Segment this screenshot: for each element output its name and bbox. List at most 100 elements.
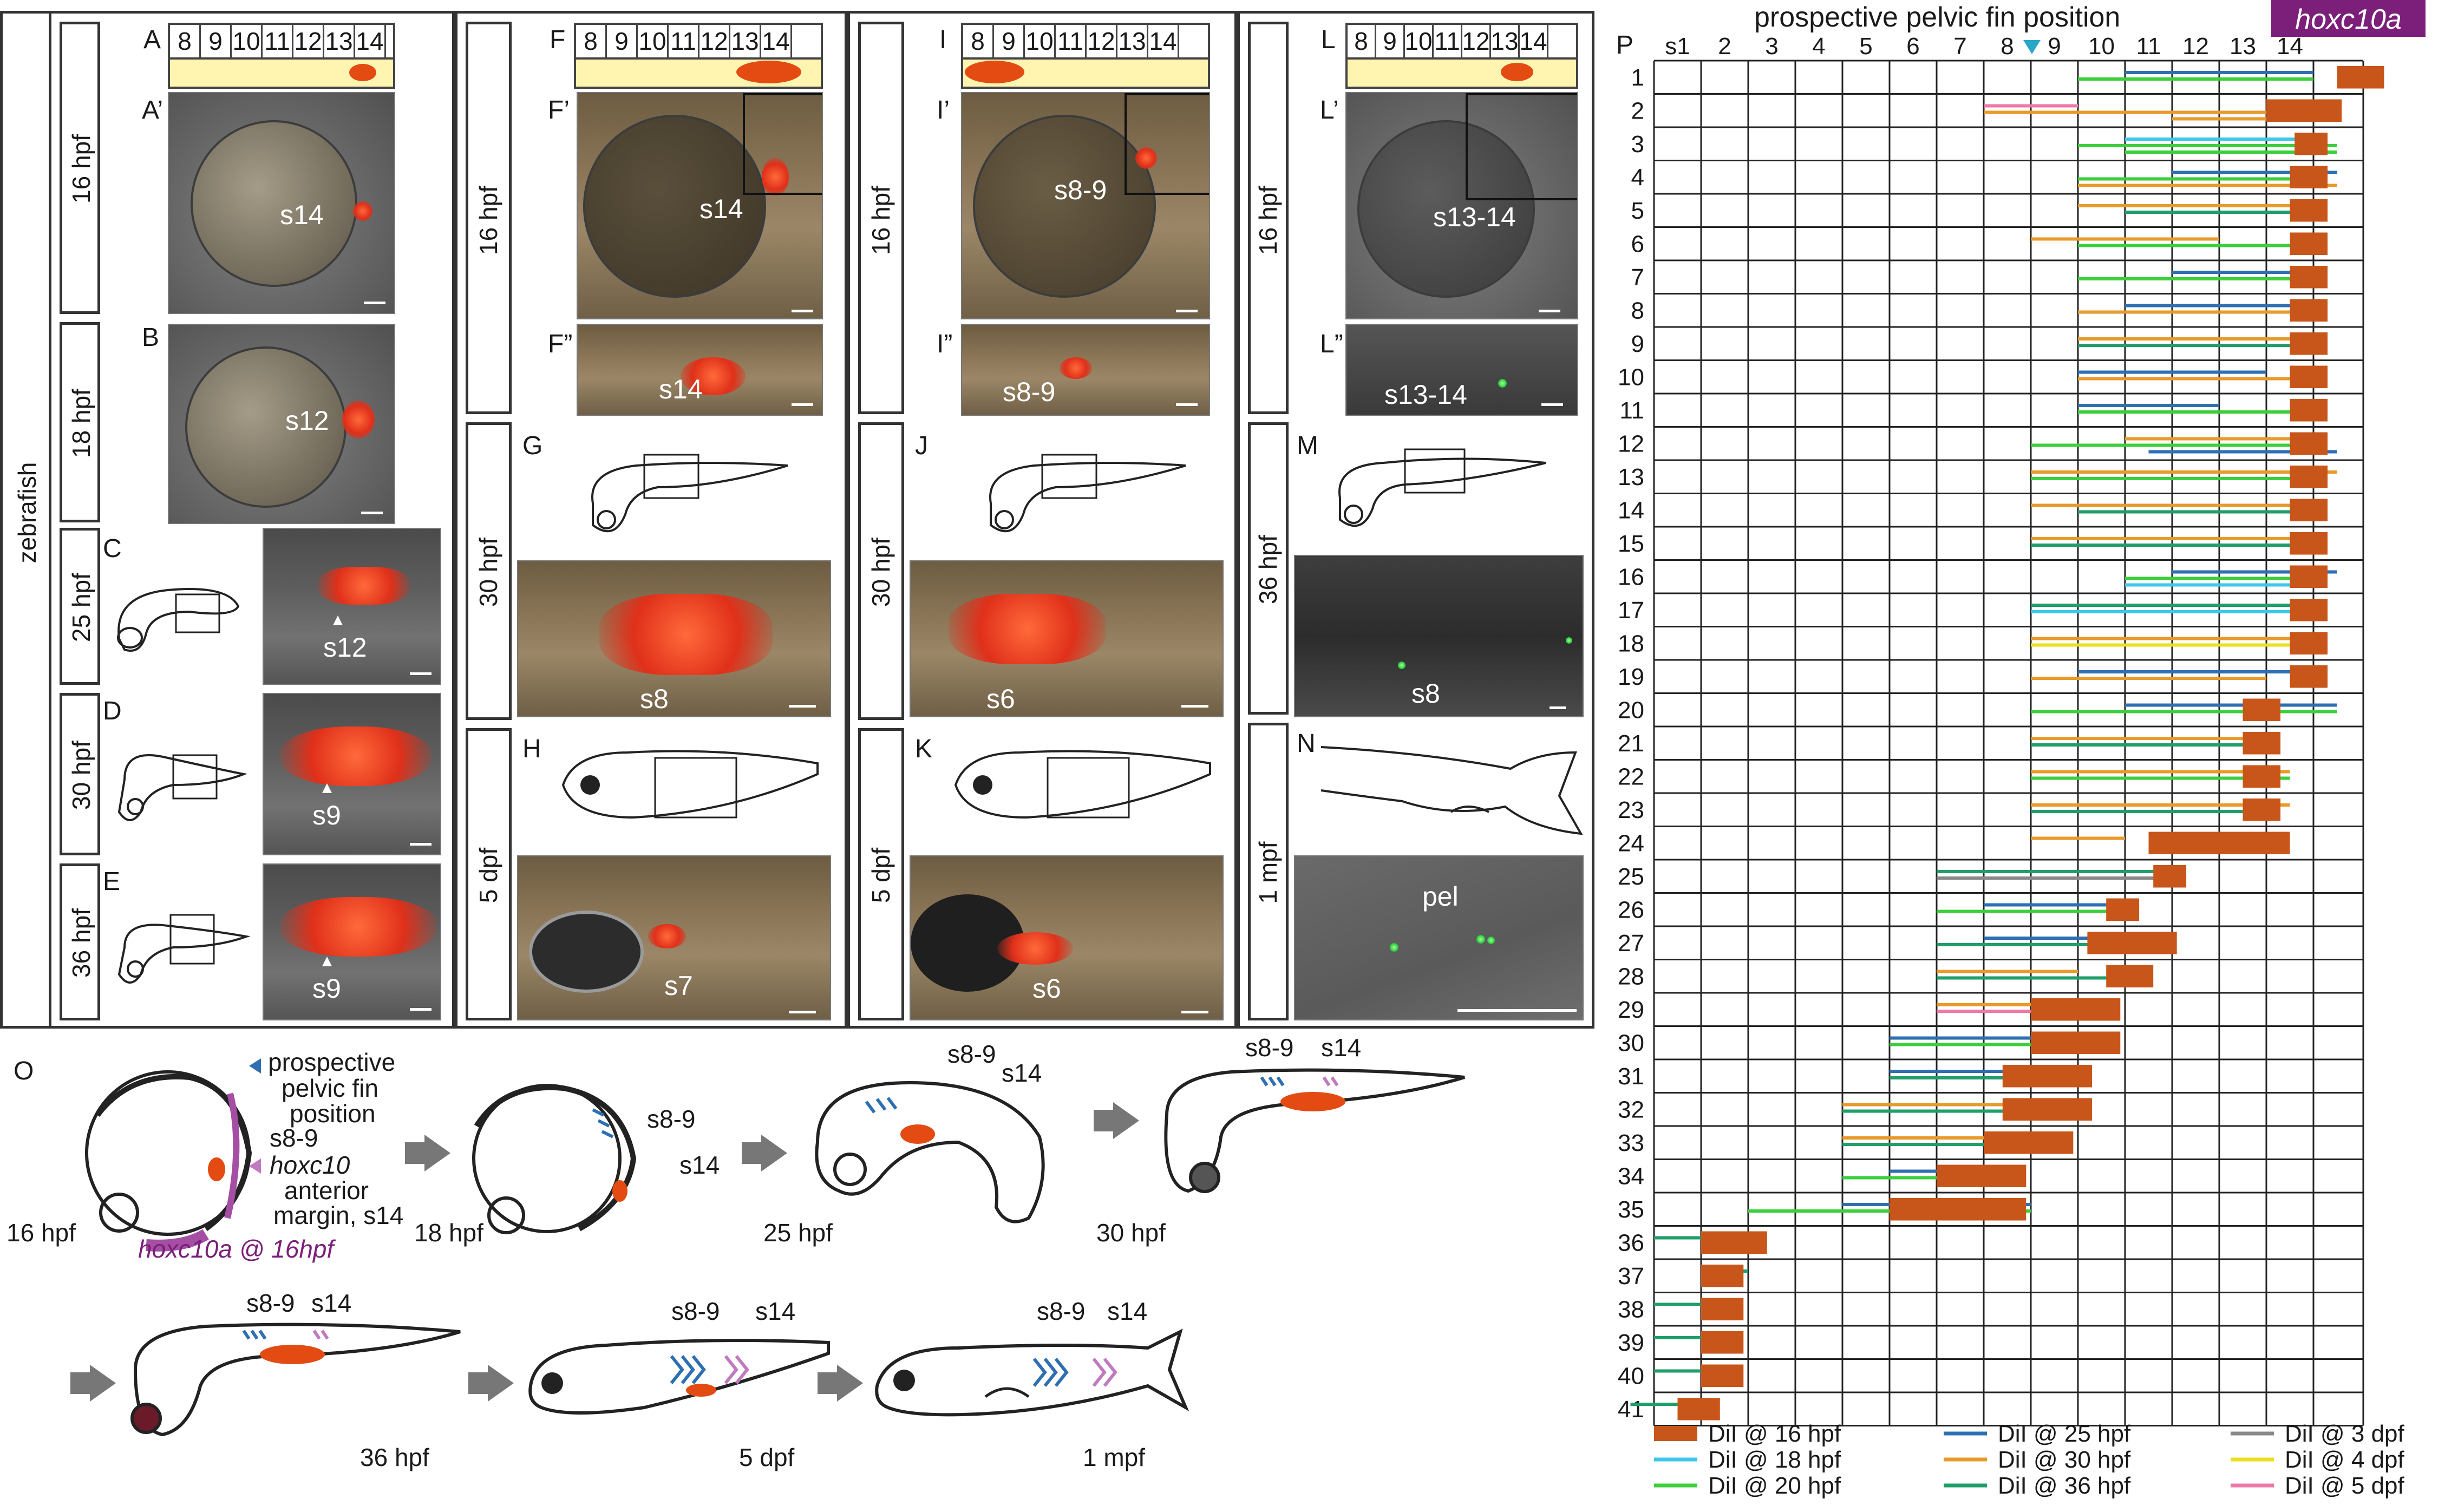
column-header: 7 [1953,33,1966,60]
time-tab-30hpf [858,422,904,720]
injection-span [2087,932,2177,954]
injection-span [2290,399,2328,422]
injection-span [2294,133,2328,155]
marker-label: s14 [1321,1033,1362,1062]
annotation: pelvic fin [282,1074,378,1102]
panel-letter-F: F [550,25,566,54]
panel-letter-P: P [1616,31,1634,60]
scale-bar [1541,403,1563,406]
legend-label: DiI @ 30 hpf [1998,1446,2131,1473]
column-header: 5 [1859,33,1872,60]
panel-letter-M: M [1297,431,1318,460]
hoxc10a-badge [2271,0,2426,37]
panel-letter-N: N [1297,729,1316,758]
photo-N-prime: pel [1294,855,1584,1020]
column-header: 9 [2048,33,2061,60]
dil-signal [280,726,432,786]
somite-cell: 10 [1025,25,1056,57]
legend-label: DiI @ 36 hpf [1998,1472,2131,1499]
progression-arrow [488,1365,514,1402]
injection-span [2290,565,2328,588]
time-tab-25hpf [60,528,100,685]
progression-arrow [1113,1102,1139,1139]
somite-label: s6 [986,684,1015,714]
somite-cell: 9 [607,25,638,57]
photo-G-prime: s8 [517,560,831,717]
somite-cell: 12 [1087,25,1117,57]
row-label: 3 [1631,131,1644,158]
panel-letter-L: L [1321,25,1336,54]
injection-span [2243,698,2281,721]
dil-signal [1135,147,1157,169]
progression-arrow [70,1372,90,1394]
panel-column-4 [1237,11,1594,1029]
scale-bar [792,310,813,312]
stage-label: 30 hpf [1096,1219,1166,1247]
row-label: 2 [1631,97,1644,124]
somite-cell: 13 [324,25,355,57]
legend-swatch [1654,1426,1697,1441]
row-label: 15 [1618,531,1644,557]
injection-span [2290,332,2328,355]
embryo-yolk [185,346,347,508]
schematic-18hpf [472,1084,637,1234]
somite-label: s14 [280,200,324,230]
stage-label: 25 hpf [763,1219,833,1247]
somite-label: s12 [285,405,329,436]
progression-arrow [1094,1110,1113,1131]
somite-cell: 11 [1056,25,1087,57]
dil-signal [997,932,1073,965]
injection-span [2148,832,2290,854]
row-label: 30 [1618,1030,1644,1056]
scale-bar [1457,1009,1577,1012]
row-label: 16 [1618,564,1644,590]
column-header: 4 [1812,33,1825,60]
row-label: 10 [1618,364,1644,390]
row-label: 12 [1618,430,1644,457]
somite-label: s14 [659,374,703,404]
stage-label: 36 hpf [360,1443,429,1471]
fish-sketch-H [561,750,819,819]
somite-cell: 14 [1148,25,1179,57]
marker-label: s14 [1107,1297,1148,1325]
progression-arrow [424,1135,450,1171]
row-label: 31 [1618,1063,1644,1090]
row-label: 32 [1618,1096,1644,1123]
dil-signal [681,357,746,395]
injection-span [1890,1198,2026,1221]
marker-label: s14 [311,1289,352,1317]
annotation: prospective [268,1048,396,1076]
somite-cell: 9 [994,25,1025,57]
injection-span [2290,499,2328,521]
scale-bar [789,1011,816,1013]
annotation: s8-9 [270,1124,318,1152]
row-label: 9 [1631,331,1644,357]
panel-letter-L-dprime: L” [1320,330,1343,358]
time-tab-30hpf [60,693,100,855]
injection-span [2290,365,2328,388]
embryo-sketch-E [117,914,251,984]
progression-arrow [742,1142,761,1164]
column-header: 10 [2088,33,2115,60]
dil-signal [342,401,375,438]
injection-span [2243,765,2281,788]
dil-injection-site [965,61,1024,83]
scale-bar [789,705,816,708]
column-header: 11 [2136,33,2161,60]
somite-label: s13-14 [1384,379,1467,410]
panel-letter-C: C [103,534,122,563]
row-label: 19 [1618,664,1644,690]
somite-cell: 12 [700,25,730,57]
schematic-30hpf [1164,1068,1465,1193]
injection-span [1701,1298,1744,1320]
row-label: 21 [1618,730,1644,757]
column-header: 14 [2277,33,2303,60]
row-label: 5 [1631,198,1644,224]
injection-span [2106,965,2154,987]
injection-span [2153,865,2187,888]
hoxc10a-annotation: hoxc10a @ 16hpf [138,1235,334,1263]
annotation: position [290,1099,376,1128]
somite-label: s14 [700,194,743,224]
dil-injection-site [736,61,801,83]
panel-letter-B: B [142,323,160,352]
